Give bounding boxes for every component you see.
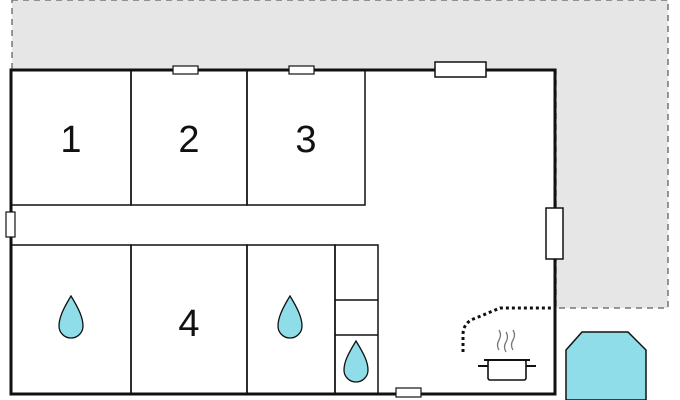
cooking-pot-icon [478,329,536,381]
room-label-3: 3 [295,119,316,161]
window-bottom [395,387,422,398]
water-drop-icon [58,294,84,339]
window-top-2 [288,65,315,75]
room-label-2: 2 [178,119,199,161]
house-outline [9,68,557,396]
terrace-area [11,0,669,309]
window-left [5,211,16,238]
room-label-4: 4 [178,303,199,345]
water-drop-icon [343,339,369,383]
window-right [545,207,564,260]
water-drop-icon [277,294,303,339]
window-top-1 [172,65,199,75]
closet-outline [334,244,379,395]
pool-icon [565,331,647,400]
room-label-1: 1 [60,119,81,161]
window-top-3 [434,61,487,78]
